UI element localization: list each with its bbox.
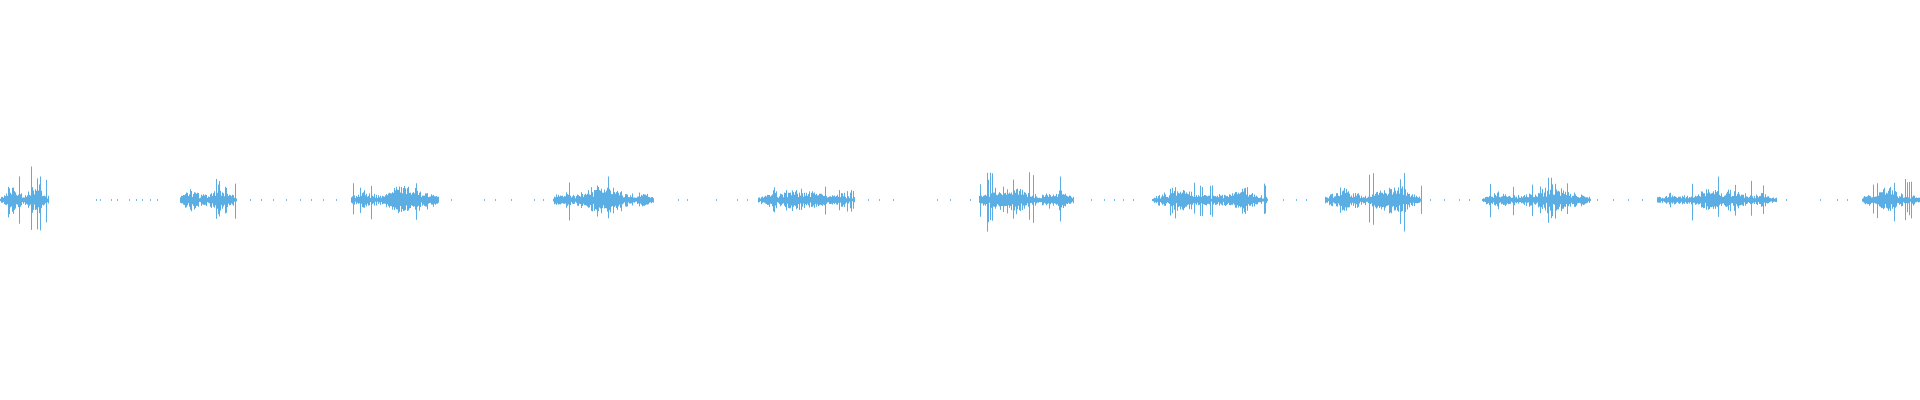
- waveform-segment: [1657, 176, 1777, 221]
- waveform-segment: [180, 179, 237, 219]
- waveform-segment: [1152, 182, 1268, 219]
- waveform-segment: [979, 172, 1074, 232]
- waveform-segment: [1862, 179, 1920, 222]
- waveform-segment: [758, 186, 855, 215]
- waveform-segment: [553, 176, 654, 221]
- waveform-segment: [351, 183, 439, 220]
- waveform-segment: [1325, 173, 1422, 232]
- waveform-segment: [0, 166, 49, 231]
- waveform-segment: [1482, 177, 1591, 223]
